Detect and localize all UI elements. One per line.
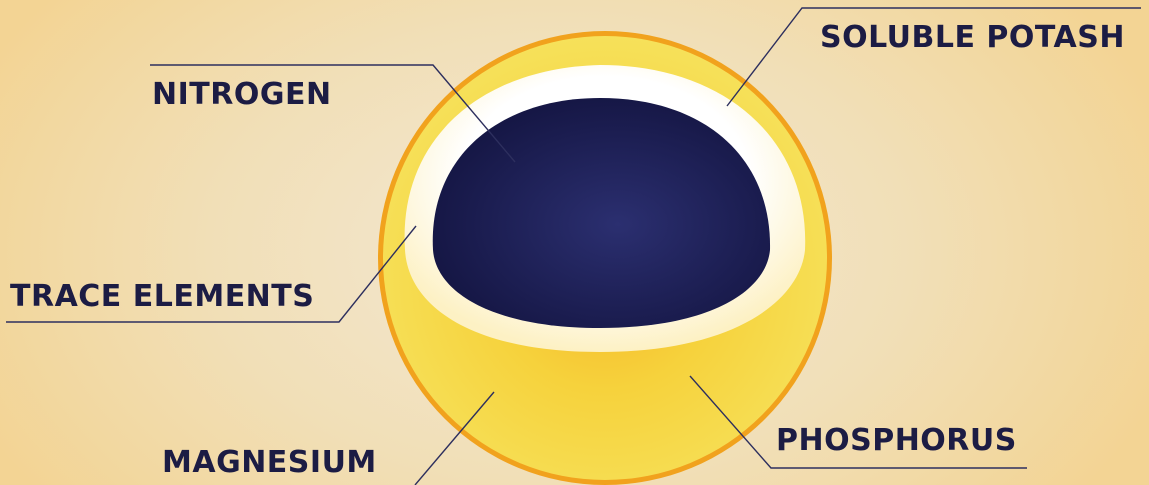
soluble-potash-label: SOLUBLE POTASH xyxy=(820,23,1125,53)
magnesium-label: MAGNESIUM xyxy=(162,448,377,478)
nitrogen-label: NITROGEN xyxy=(152,80,332,110)
trace-elements-label: TRACE ELEMENTS xyxy=(10,282,314,312)
phosphorus-label: PHOSPHORUS xyxy=(776,426,1017,456)
